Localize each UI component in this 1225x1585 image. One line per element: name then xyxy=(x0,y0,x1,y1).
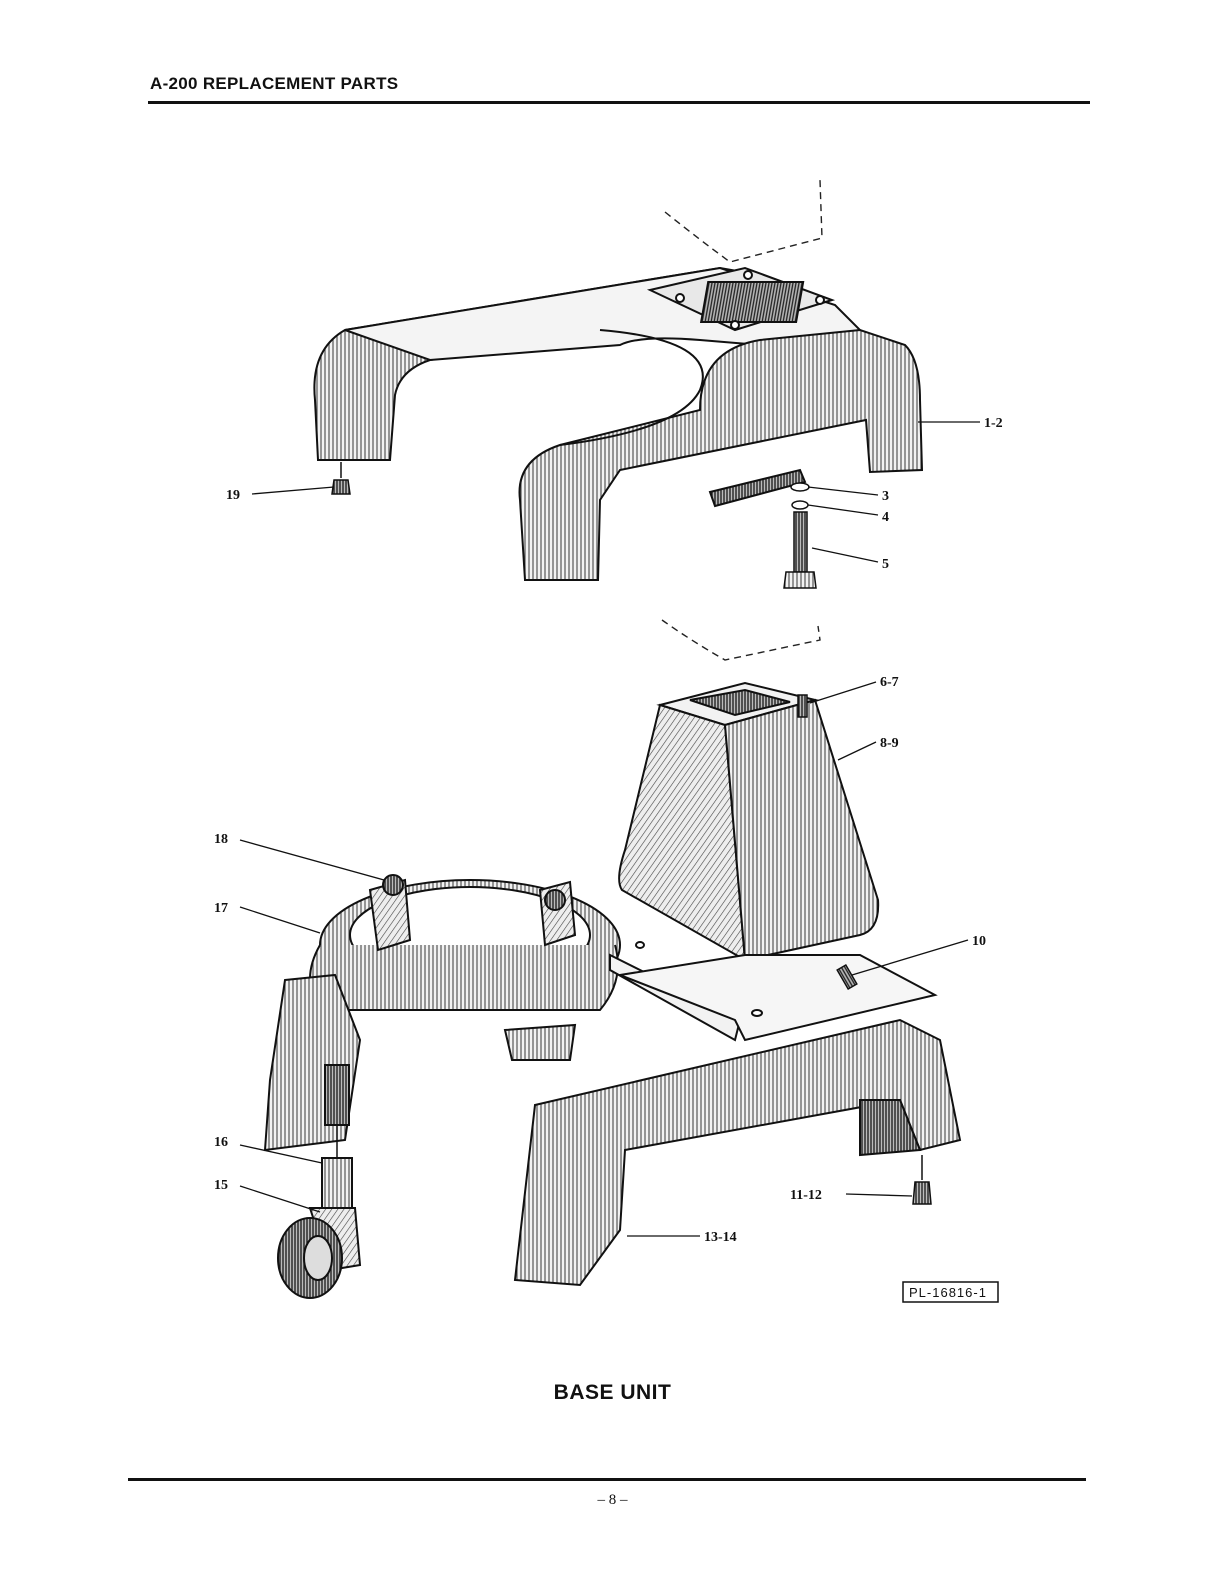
plate-number: PL-16816-1 xyxy=(909,1285,987,1300)
callout-6-7: 6-7 xyxy=(880,675,899,690)
callout-16: 16 xyxy=(214,1135,228,1150)
callout-4: 4 xyxy=(882,510,889,525)
page-number: – 8 – xyxy=(0,1492,1225,1509)
callout-8-9: 8-9 xyxy=(880,736,899,751)
pedestal-part xyxy=(619,683,878,960)
column-frame-part xyxy=(314,268,922,580)
screw-6-7 xyxy=(798,695,807,717)
callout-19: 19 xyxy=(226,488,240,503)
figure-caption: BASE UNIT xyxy=(0,1381,1225,1405)
callout-1-2: 1-2 xyxy=(984,416,1003,431)
callout-3: 3 xyxy=(882,489,889,504)
bolt-assembly xyxy=(784,483,816,588)
foot-cap-19 xyxy=(332,462,350,494)
callout-5: 5 xyxy=(882,557,889,572)
foot-cap-11-12 xyxy=(913,1155,931,1204)
callout-11-12: 11-12 xyxy=(790,1188,822,1203)
callout-10: 10 xyxy=(972,934,986,949)
callout-18: 18 xyxy=(214,832,228,847)
callout-17: 17 xyxy=(214,901,228,916)
footer-rule xyxy=(128,1478,1086,1481)
callout-13-14: 13-14 xyxy=(704,1230,737,1245)
callout-15: 15 xyxy=(214,1178,228,1193)
plate-number-box: PL-16816-1 xyxy=(903,1282,998,1302)
ring-part xyxy=(310,875,620,1010)
